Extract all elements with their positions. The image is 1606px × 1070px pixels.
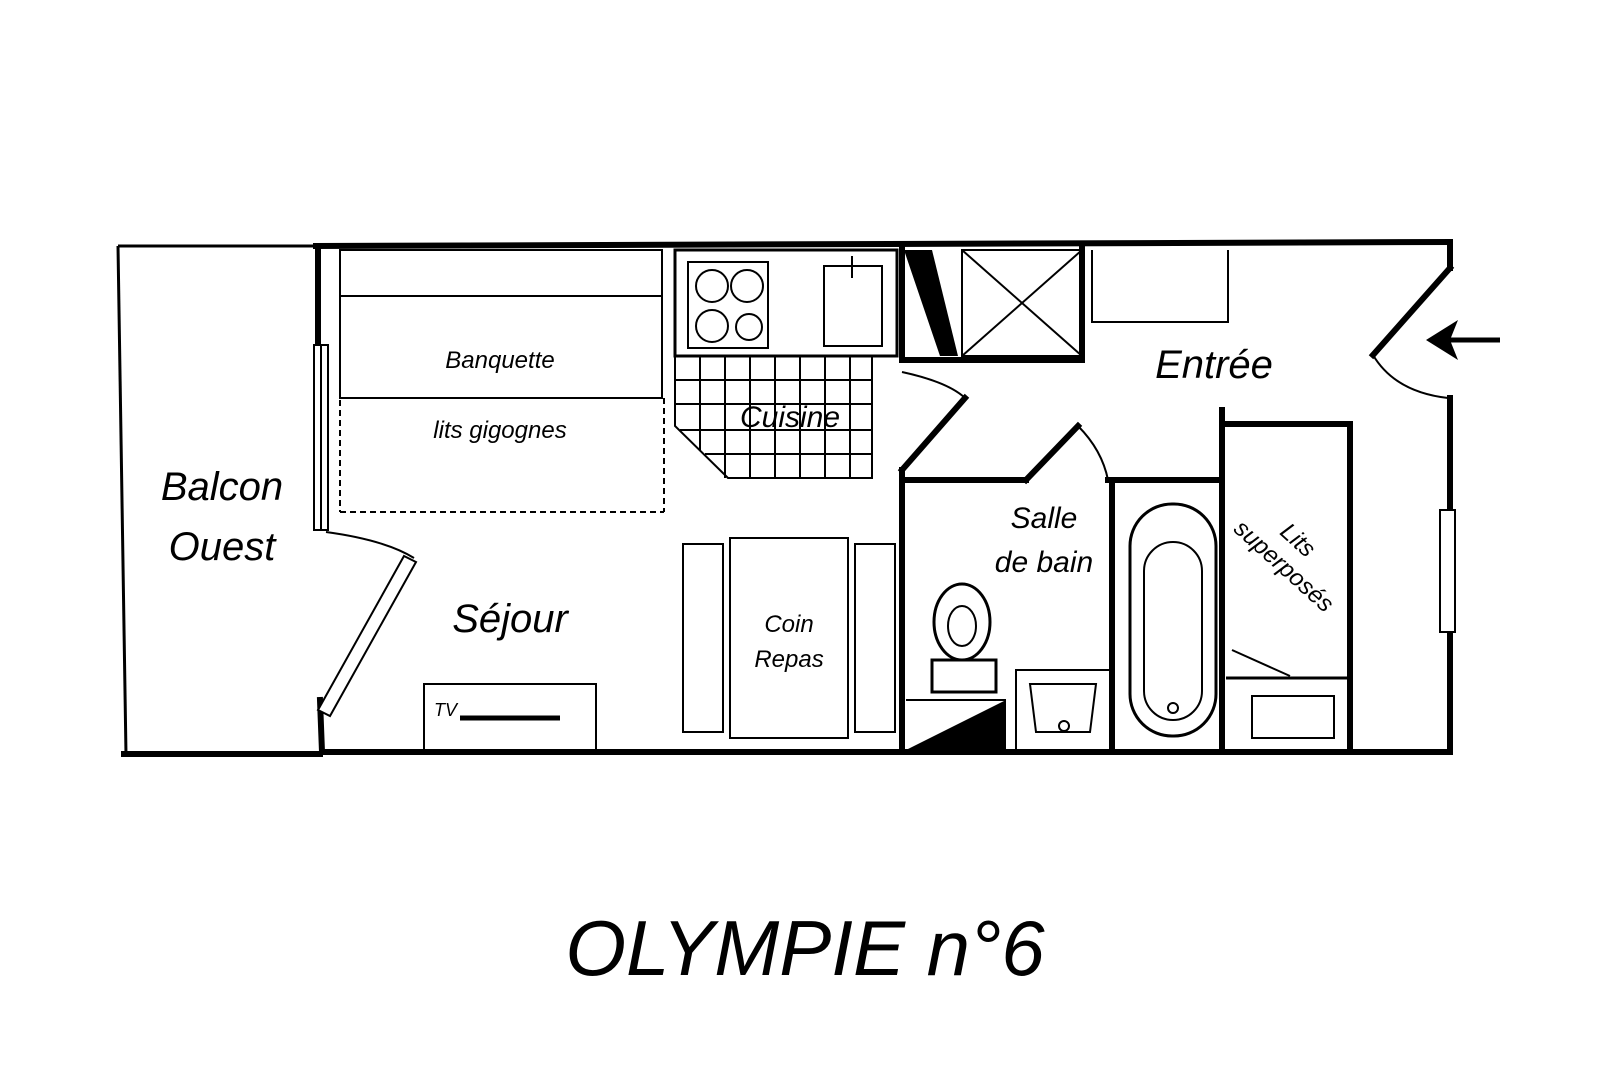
interior-walls [673,243,1353,755]
entry-cabinet [1091,250,1229,323]
banquette-label: Banquette [445,347,554,374]
washbasin [1015,669,1111,751]
toilet [930,582,998,694]
kitchen [673,248,899,358]
entry-arrow-icon [1426,320,1500,360]
tv-label: TV [434,700,459,720]
lits-gigognes-label: lits gigognes [433,417,566,444]
coin-label-line2: Repas [754,646,823,673]
cuisine-label: Cuisine [740,401,840,434]
entree-label: Entrée [1155,343,1273,387]
coin-label-line1: Coin [764,611,813,638]
balcony-window [313,344,329,531]
balcon-label-line1: Balcon [161,465,283,509]
wc-shaft [906,699,1006,750]
closet [904,249,1083,357]
door-swings [897,371,1109,481]
salle-label-line1: Salle [1011,502,1078,535]
plan-title: OLYMPIE n°6 [565,904,1045,992]
bunk-beds [1226,649,1350,739]
sejour-label: Séjour [452,597,569,641]
salle-label-line2: de bain [995,546,1093,579]
banquette [339,249,665,513]
balcony-door [316,531,418,718]
dining-table [682,537,896,739]
bathtub [1128,502,1218,738]
entry-door [1372,354,1456,633]
tv-cabinet [423,683,597,751]
balcon-label-line2: Ouest [169,525,278,569]
kitchen-tiles [674,355,873,479]
balcony [116,244,323,757]
